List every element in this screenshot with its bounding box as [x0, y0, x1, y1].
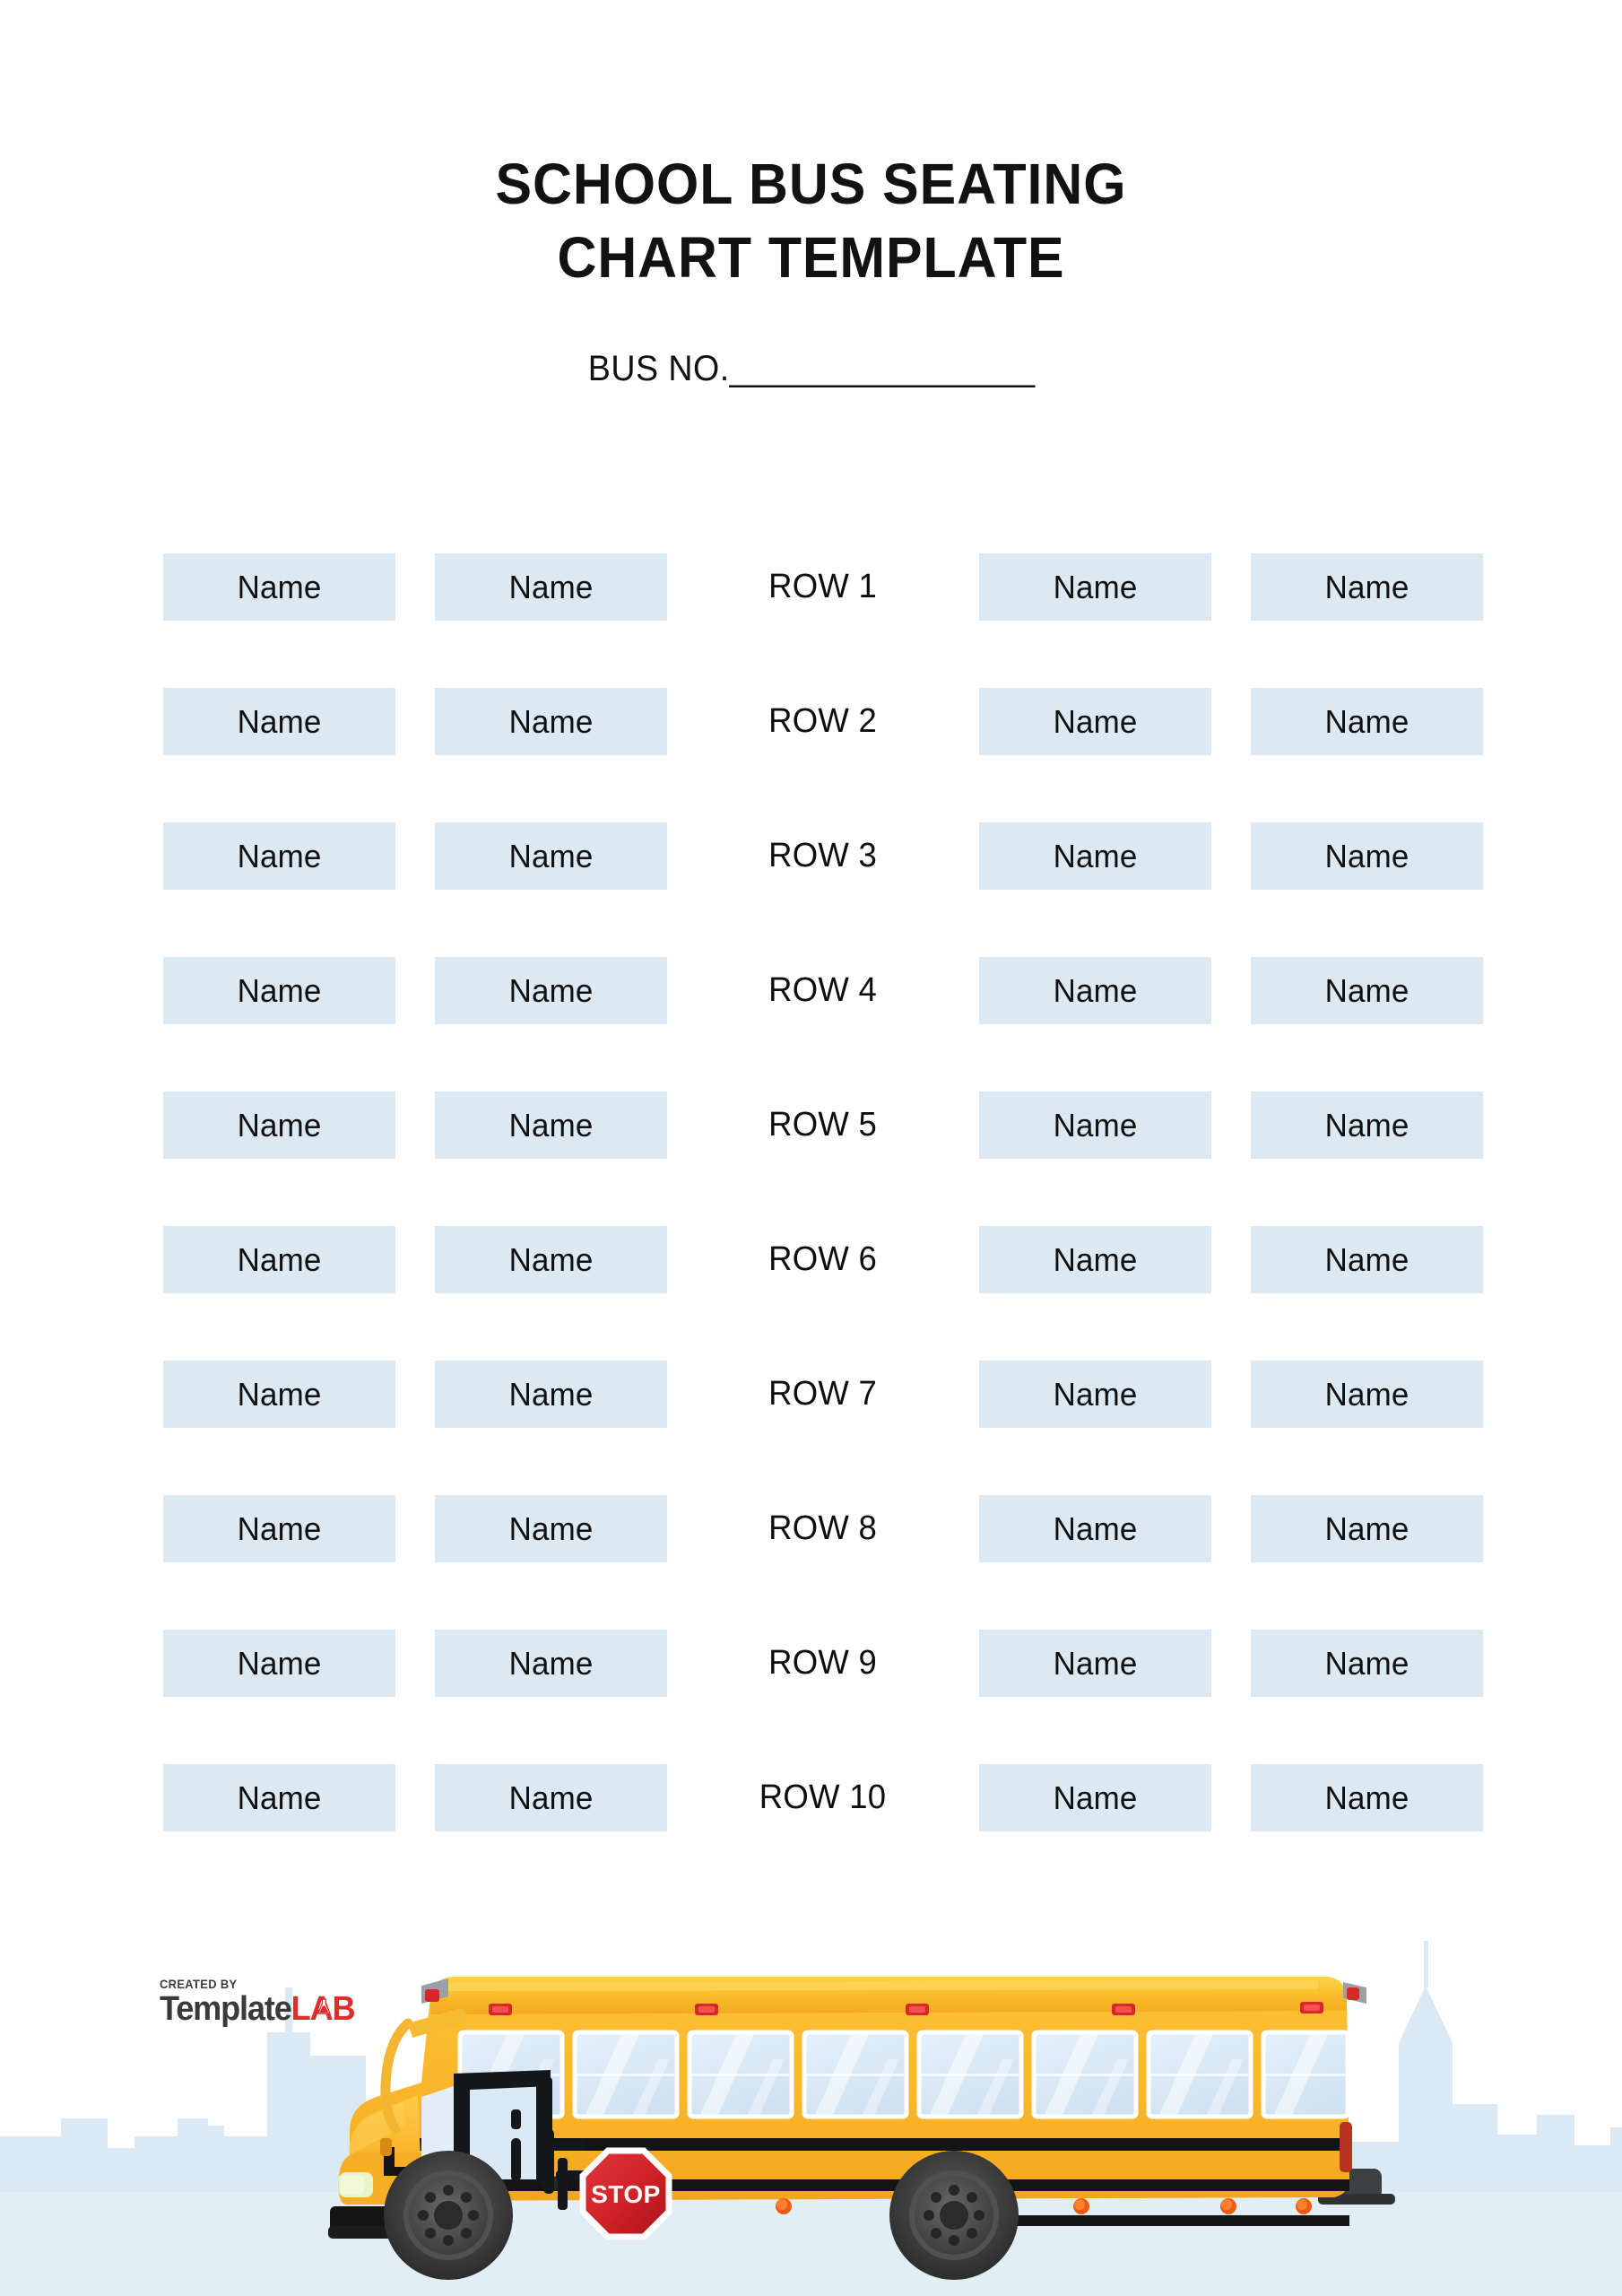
row-label: ROW 10: [759, 1779, 887, 1816]
seating-grid: Name Name ROW 1 Name Name Name Name ROW …: [160, 553, 1487, 1831]
bus-number-blank[interactable]: _________________: [729, 348, 1035, 388]
row-label: ROW 7: [768, 1375, 878, 1413]
seat-cell[interactable]: Name: [1250, 1361, 1483, 1428]
seat-cell[interactable]: Name: [435, 822, 668, 890]
seat-cell[interactable]: Name: [978, 1226, 1211, 1293]
bus-window-icon: [457, 2030, 1350, 2119]
row-label: ROW 6: [768, 1240, 878, 1278]
logo-lab-text: LAB: [291, 1990, 356, 2028]
seat-cell[interactable]: Name: [163, 688, 396, 755]
stop-sign-text: STOP: [591, 2180, 661, 2208]
seat-cell[interactable]: Name: [978, 822, 1211, 890]
seat-cell[interactable]: Name: [978, 1361, 1211, 1428]
row-label: ROW 8: [768, 1509, 878, 1547]
page-header: SCHOOL BUS SEATING CHART TEMPLATE BUS NO…: [0, 148, 1622, 389]
roof-marker-lights: [489, 2002, 1323, 2015]
seat-cell[interactable]: Name: [1250, 822, 1483, 890]
seat-cell[interactable]: Name: [435, 1630, 668, 1697]
page-title-line-1: SCHOOL BUS SEATING: [495, 152, 1127, 216]
seat-cell[interactable]: Name: [978, 1764, 1211, 1831]
row-label: ROW 1: [768, 568, 878, 605]
seat-cell[interactable]: Name: [1250, 957, 1483, 1024]
seat-cell[interactable]: Name: [163, 1495, 396, 1562]
seat-cell[interactable]: Name: [978, 1091, 1211, 1159]
stop-sign-icon: STOP: [556, 2147, 672, 2240]
seat-cell[interactable]: Name: [978, 553, 1211, 621]
seat-cell[interactable]: Name: [163, 957, 396, 1024]
row-label: ROW 9: [768, 1644, 878, 1682]
seat-cell[interactable]: Name: [978, 688, 1211, 755]
templatelab-logo: CREATED BY TemplateLAB: [160, 1978, 365, 2026]
seat-cell[interactable]: Name: [1250, 1630, 1483, 1697]
seat-cell[interactable]: Name: [163, 1361, 396, 1428]
seat-cell[interactable]: Name: [978, 1495, 1211, 1562]
logo-template-text: Template: [160, 1990, 292, 2028]
row-label: ROW 4: [768, 971, 878, 1009]
seat-cell[interactable]: Name: [978, 1630, 1211, 1697]
flask-icon: [317, 1998, 332, 2014]
logo-wordmark: TemplateLAB: [160, 1990, 356, 2028]
seat-cell[interactable]: Name: [1250, 553, 1483, 621]
seat-cell[interactable]: Name: [435, 1226, 668, 1293]
seat-cell[interactable]: Name: [1250, 688, 1483, 755]
seat-cell[interactable]: Name: [163, 822, 396, 890]
row-label: ROW 3: [768, 837, 878, 874]
seat-cell[interactable]: Name: [163, 1764, 396, 1831]
seat-cell[interactable]: Name: [435, 1361, 668, 1428]
seat-cell[interactable]: Name: [1250, 1764, 1483, 1831]
seat-cell[interactable]: Name: [163, 1630, 396, 1697]
seat-cell[interactable]: Name: [163, 553, 396, 621]
seat-cell[interactable]: Name: [978, 957, 1211, 1024]
seat-cell[interactable]: Name: [435, 553, 668, 621]
page-title-line-2: CHART TEMPLATE: [557, 224, 1065, 290]
row-label: ROW 5: [768, 1106, 878, 1144]
bus-number-label: BUS NO.: [587, 348, 730, 388]
bus-wheel-icon: [384, 2151, 513, 2280]
seat-cell[interactable]: Name: [1250, 1091, 1483, 1159]
seat-cell[interactable]: Name: [435, 1495, 668, 1562]
seat-cell[interactable]: Name: [1250, 1495, 1483, 1562]
seat-cell[interactable]: Name: [435, 957, 668, 1024]
seat-cell[interactable]: Name: [163, 1226, 396, 1293]
bus-wheel-icon: [889, 2151, 1019, 2280]
ground-band: [0, 2191, 1622, 2296]
seat-cell[interactable]: Name: [435, 1091, 668, 1159]
footer-illustration: STOP: [0, 1910, 1622, 2296]
bus-number-field[interactable]: BUS NO._________________: [48, 349, 1573, 389]
row-label: ROW 2: [768, 702, 878, 740]
school-bus-icon: STOP: [328, 1977, 1395, 2280]
seat-cell[interactable]: Name: [163, 1091, 396, 1159]
seat-cell[interactable]: Name: [435, 688, 668, 755]
logo-created-by-text: CREATED BY: [160, 1977, 238, 1991]
seat-cell[interactable]: Name: [435, 1764, 668, 1831]
seat-cell[interactable]: Name: [1250, 1226, 1483, 1293]
